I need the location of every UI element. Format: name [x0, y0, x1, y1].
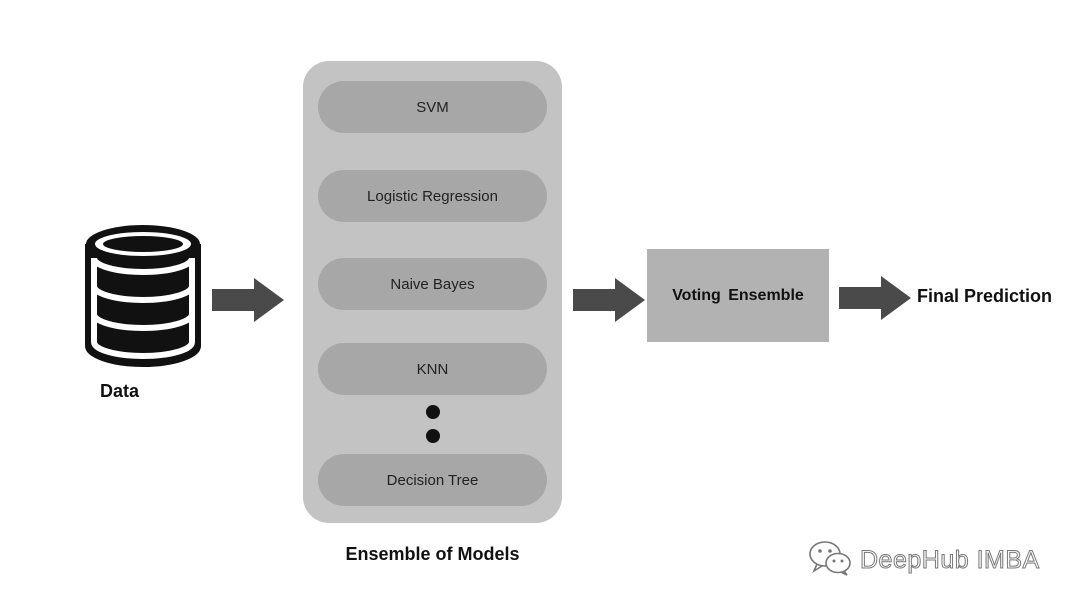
- model-svm: SVM: [318, 81, 547, 133]
- wechat-icon: [808, 539, 852, 582]
- model-decision-tree: Decision Tree: [318, 454, 547, 506]
- data-label: Data: [100, 381, 140, 401]
- ensemble-panel: SVM Logistic Regression Naive Bayes KNN …: [303, 61, 562, 523]
- watermark: DeepHub IMBA: [808, 540, 1070, 580]
- voting-ensemble-box: Voting Ensemble: [647, 249, 829, 342]
- ellipsis-dot: [426, 429, 440, 443]
- watermark-text: DeepHub IMBA: [860, 545, 1040, 574]
- final-prediction-label: Final Prediction: [917, 286, 1053, 306]
- ellipsis-dot: [426, 405, 440, 419]
- model-naive-bayes: Naive Bayes: [318, 258, 547, 310]
- arrow-right-icon: [212, 278, 284, 322]
- model-logistic-regression: Logistic Regression: [318, 170, 547, 222]
- ensemble-label: Ensemble of Models: [345, 544, 520, 564]
- model-knn: KNN: [318, 343, 547, 395]
- arrow-right-icon: [839, 276, 911, 320]
- database-icon: [82, 222, 204, 368]
- arrow-right-icon: [573, 278, 645, 322]
